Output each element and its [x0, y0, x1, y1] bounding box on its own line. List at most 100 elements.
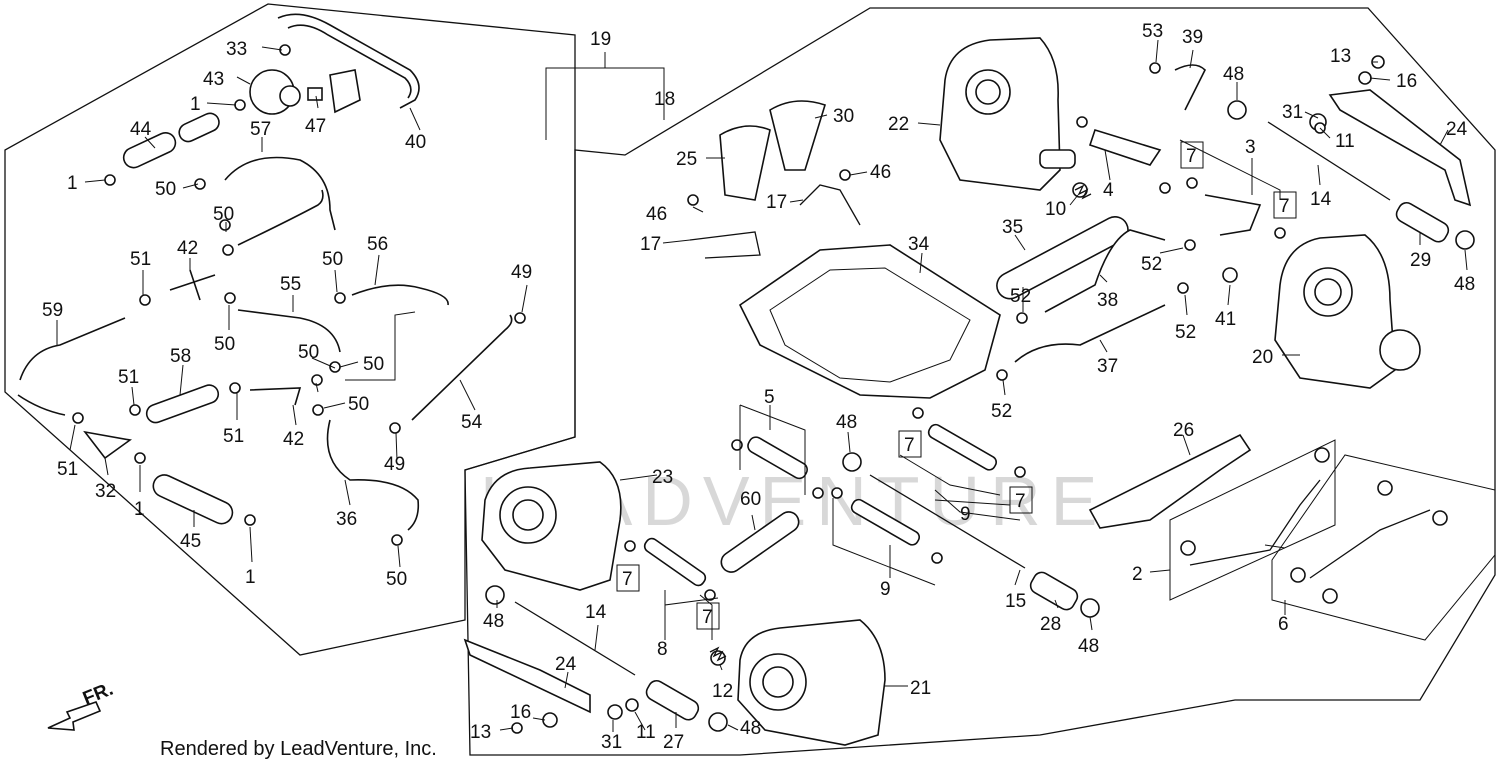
right-group-outline	[464, 7, 1496, 756]
link-rod-2	[1189, 479, 1321, 566]
callout-48: 48	[1223, 64, 1244, 85]
pipe-9-upper	[927, 423, 998, 471]
callout-39: 39	[1182, 27, 1203, 48]
callout-34: 34	[908, 234, 930, 255]
callout-60: 60	[740, 489, 761, 510]
shaft-29	[1395, 201, 1450, 243]
clips-left	[72, 44, 526, 546]
callout-52: 52	[1141, 254, 1162, 275]
callout-31: 31	[1282, 102, 1303, 123]
boxed-callout-frames	[616, 141, 1297, 630]
link-rod-6	[1309, 509, 1431, 579]
callout-9: 9	[880, 579, 891, 600]
callout-17: 17	[766, 192, 787, 213]
callout-22: 22	[888, 114, 909, 135]
callout-35: 35	[1002, 217, 1023, 238]
callout-41: 41	[1215, 309, 1236, 330]
callout-16: 16	[1396, 71, 1417, 92]
bracket-17-a	[689, 231, 761, 259]
hose-56	[351, 284, 449, 306]
callout-17: 17	[640, 234, 661, 255]
callout-15: 15	[1005, 591, 1026, 612]
joint-3	[1204, 194, 1262, 236]
bracket-26	[1088, 433, 1252, 529]
callout-10: 10	[1045, 199, 1066, 220]
hardware-right	[485, 55, 1475, 734]
carburetor-23	[481, 461, 622, 591]
callout-43: 43	[203, 69, 224, 90]
hose-36	[326, 419, 420, 531]
callout-42: 42	[283, 429, 304, 450]
callout-59: 59	[42, 300, 63, 321]
rod-15	[869, 474, 1026, 569]
callout-50: 50	[322, 249, 343, 270]
callout-7: 7	[1186, 146, 1197, 167]
callout-48: 48	[1454, 274, 1475, 295]
callout-45: 45	[180, 531, 201, 552]
callout-50: 50	[348, 394, 369, 415]
spring-12	[709, 646, 727, 662]
callout-50: 50	[155, 179, 176, 200]
callout-3: 3	[1245, 137, 1256, 158]
callout-1: 1	[190, 94, 201, 115]
callout-7: 7	[702, 607, 713, 628]
callout-32: 32	[95, 481, 116, 502]
hose-44	[122, 132, 177, 169]
hose-55	[237, 309, 341, 353]
callout-50: 50	[298, 342, 319, 363]
joint-4	[1088, 129, 1162, 166]
callout-13: 13	[1330, 46, 1351, 67]
callout-7: 7	[1279, 196, 1290, 217]
bracket-17-b	[799, 184, 861, 226]
callout-8: 8	[657, 639, 668, 660]
joint-42-top	[169, 269, 216, 301]
callout-46: 46	[870, 162, 891, 183]
callout-48: 48	[836, 412, 857, 433]
leaders-left	[56, 46, 528, 568]
callout-13: 13	[470, 722, 491, 743]
spring-10	[1074, 184, 1092, 200]
callout-21: 21	[910, 678, 931, 699]
callout-1: 1	[134, 499, 145, 520]
callout-40: 40	[405, 132, 426, 153]
hose-39	[1174, 64, 1206, 111]
callout-6: 6	[1278, 614, 1289, 635]
callout-27: 27	[663, 732, 684, 753]
callout-49: 49	[511, 262, 532, 283]
group-2-outline	[1169, 439, 1336, 601]
hose-58	[145, 384, 220, 424]
group-6-outline	[1271, 454, 1496, 641]
carburetor-21	[737, 619, 886, 746]
pipe-5	[747, 436, 808, 480]
callout-36: 36	[336, 509, 357, 530]
callout-12: 12	[712, 681, 733, 702]
callout-50: 50	[386, 569, 407, 590]
callout-33: 33	[226, 39, 247, 60]
callout-4: 4	[1103, 180, 1114, 201]
joint-42-bottom	[249, 387, 302, 406]
pipe-9-lower	[850, 498, 921, 546]
rod-14-bottom	[514, 601, 636, 676]
carburetor-20	[1274, 234, 1421, 389]
callout-28: 28	[1040, 614, 1061, 635]
callout-58: 58	[170, 346, 191, 367]
callout-57: 57	[250, 119, 271, 140]
callout-51: 51	[57, 459, 78, 480]
boot-30	[769, 100, 826, 171]
hose-38	[1044, 229, 1166, 313]
callout-11: 11	[1335, 131, 1355, 152]
leaders-right	[496, 39, 1468, 732]
callout-51: 51	[118, 367, 139, 388]
callout-48: 48	[1078, 636, 1099, 657]
callout-9: 9	[960, 504, 971, 525]
callout-56: 56	[367, 234, 388, 255]
callout-1: 1	[245, 567, 256, 588]
callout-7: 7	[904, 435, 915, 456]
callout-48: 48	[483, 611, 504, 632]
callout-50: 50	[213, 204, 234, 225]
lever-24-bottom	[463, 638, 591, 714]
hose-57	[224, 156, 336, 231]
hose-59	[17, 317, 126, 416]
callout-46: 46	[646, 204, 667, 225]
